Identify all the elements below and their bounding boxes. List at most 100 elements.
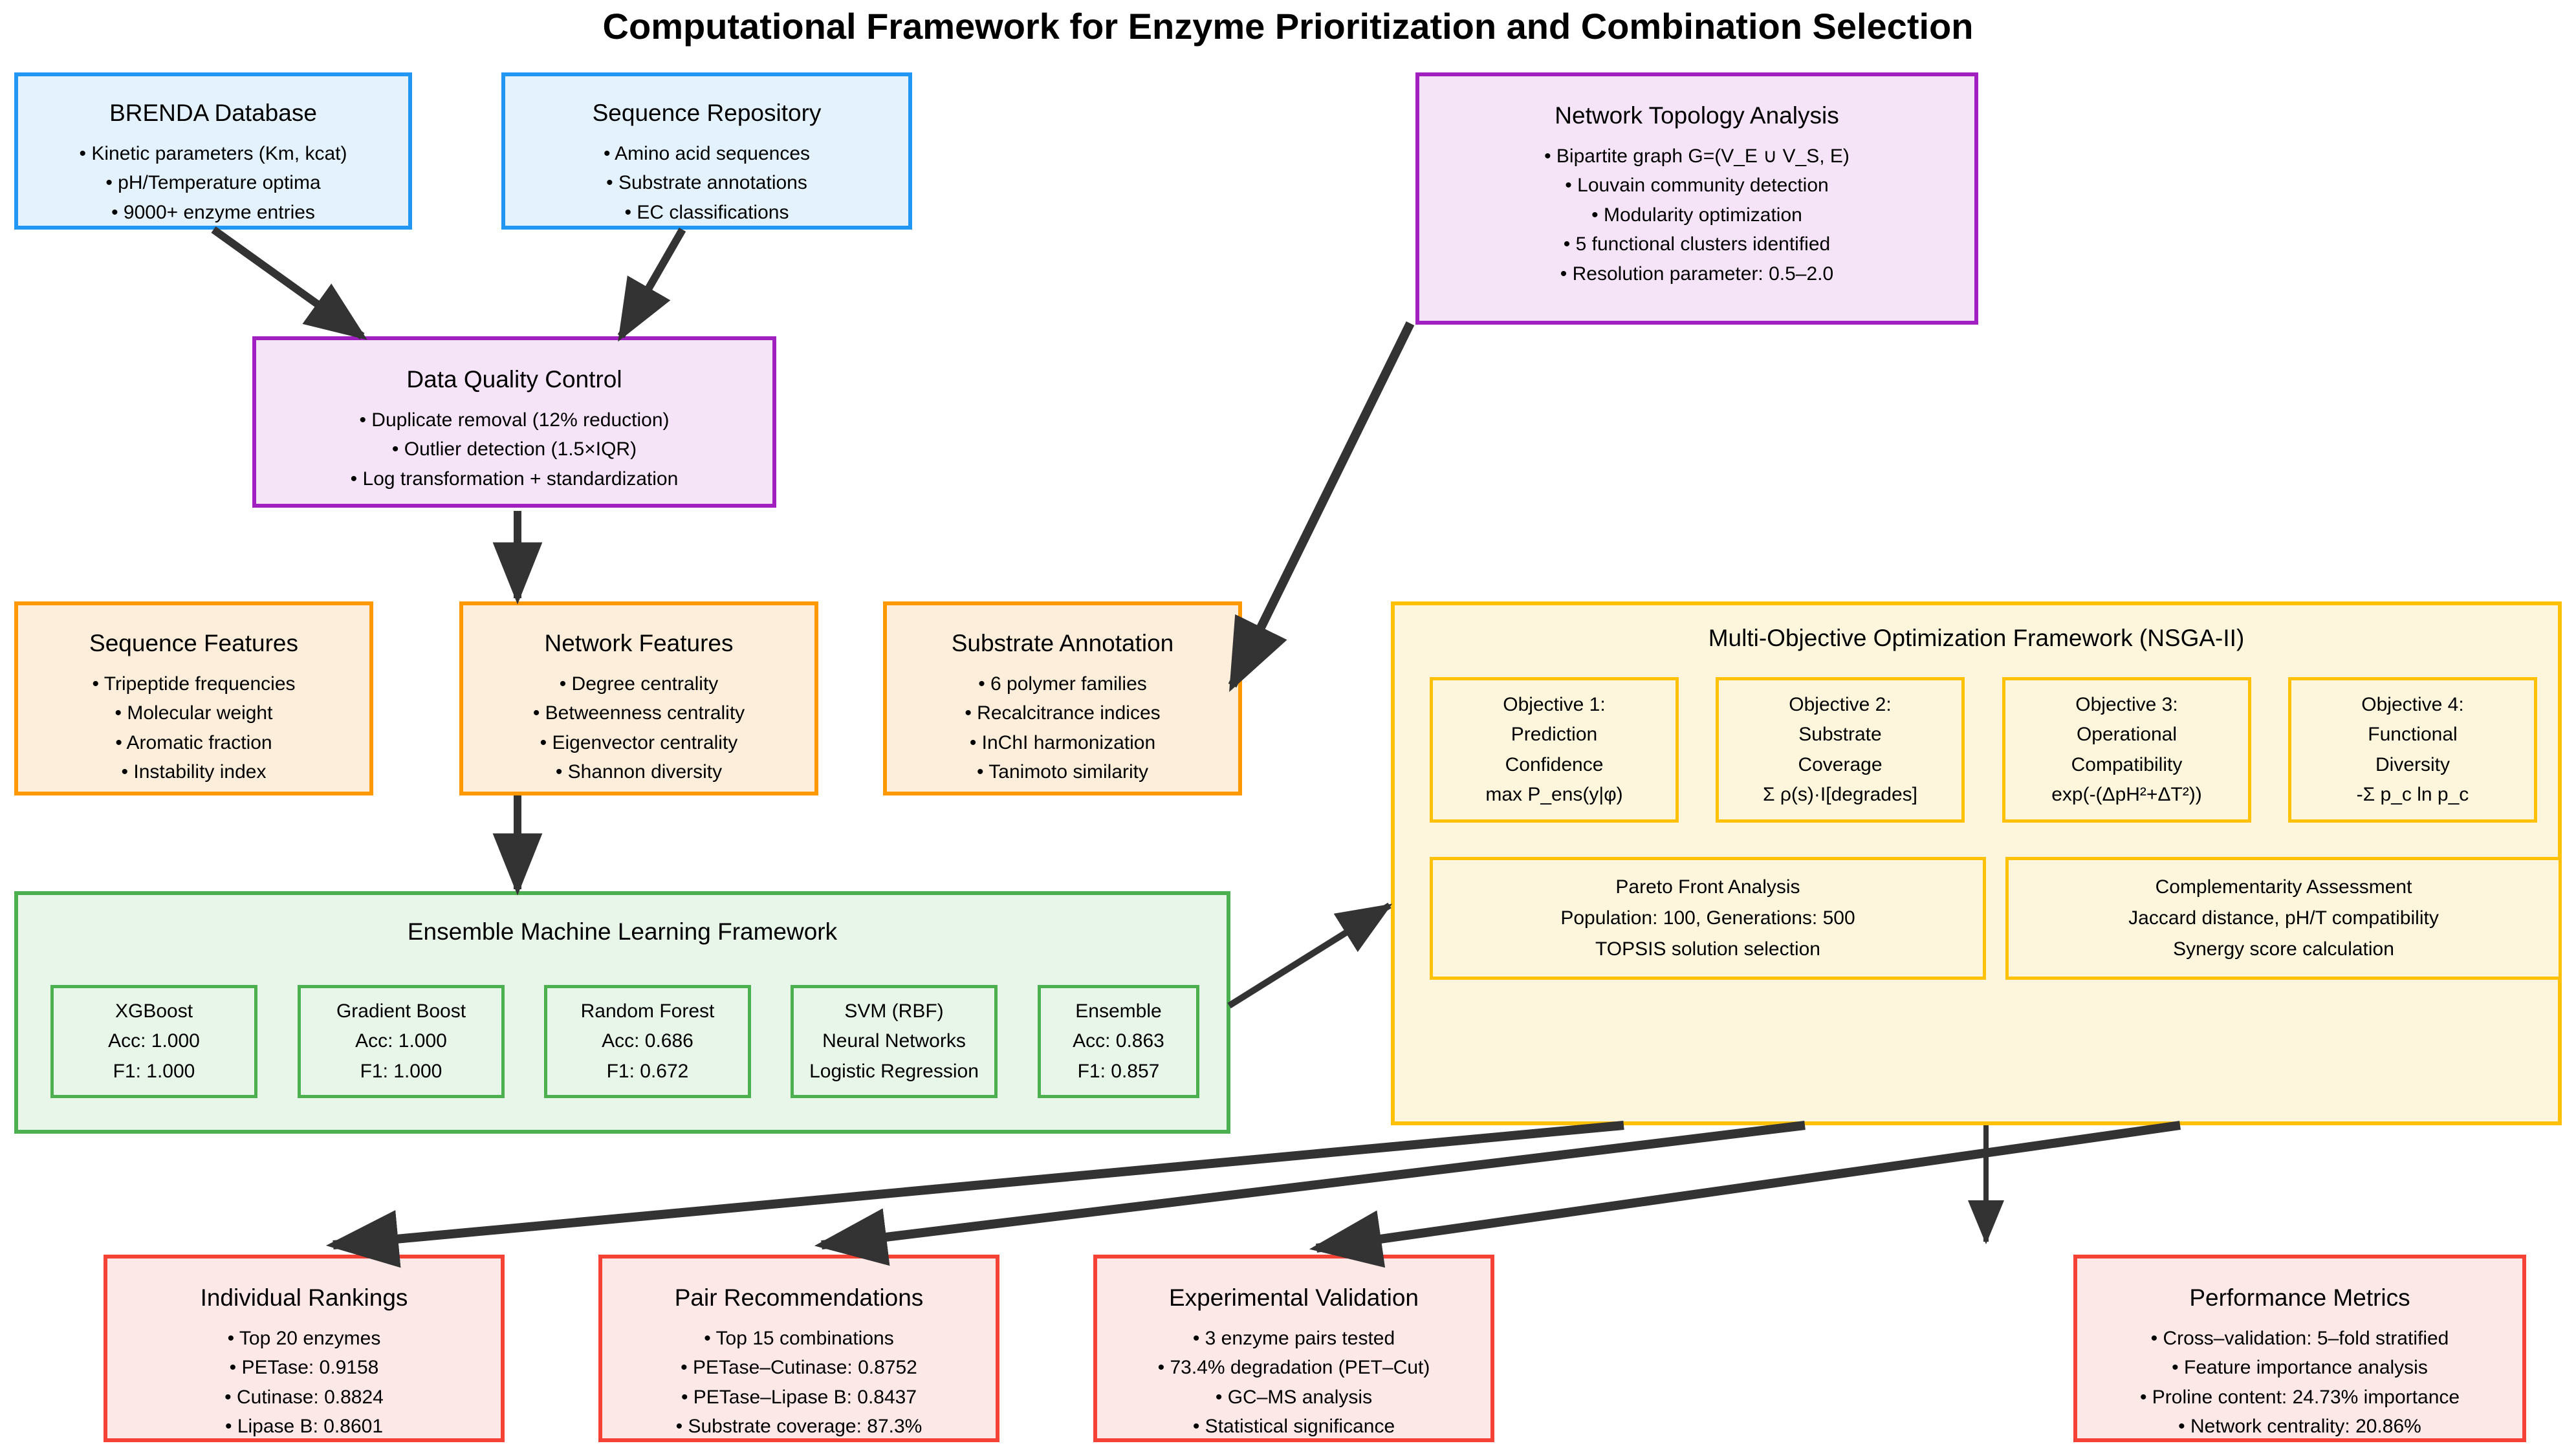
bullet-item: • Outlier detection (1.5×IQR) (391, 438, 637, 460)
bullet-item: • Top 15 combinations (704, 1327, 894, 1349)
objective-name: Functional (2368, 724, 2458, 745)
objective-card-2[interactable]: Objective 2: Substrate Coverage Σ ρ(s)·I… (1716, 677, 1965, 823)
model-metric: F1: 1.000 (113, 1060, 195, 1082)
objective-name: Diversity (2375, 753, 2450, 775)
objective-name: Coverage (1798, 753, 1883, 775)
bullet-item: • Molecular weight (115, 702, 273, 724)
model-card-gradient-boost[interactable]: Gradient Boost Acc: 1.000 F1: 1.000 (298, 985, 505, 1098)
model-name: SVM (RBF) (844, 1000, 944, 1022)
bullet-item: • PETase: 0.9158 (229, 1357, 379, 1379)
node-body: • Kinetic parameters (Km, kcat) • pH/Tem… (80, 139, 347, 228)
node-title: Individual Rankings (200, 1284, 408, 1311)
bullet-item: • PETase–Cutinase: 0.8752 (681, 1357, 917, 1379)
node-network-topology-analysis[interactable]: Network Topology Analysis • Bipartite gr… (1415, 72, 1978, 325)
bullet-item: • Shannon diversity (555, 761, 723, 783)
objective-name: Compatibility (2071, 753, 2183, 775)
bullet-item: • Cutinase: 0.8824 (224, 1386, 384, 1408)
node-network-features[interactable]: Network Features • Degree centrality • B… (459, 601, 818, 795)
objective-formula: max P_ens(y|φ) (1485, 784, 1623, 805)
bullet-item: • Louvain community detection (1565, 175, 1829, 197)
bullet-item: • Lipase B: 0.8601 (224, 1416, 383, 1438)
objective-name: Operational (2076, 724, 2178, 745)
objective-formula: -Σ p_c ln p_c (2356, 784, 2469, 805)
node-title: Sequence Features (89, 630, 298, 656)
page-title: Computational Framework for Enzyme Prior… (602, 6, 1974, 47)
bullet-item: • 73.4% degradation (PET–Cut) (1157, 1357, 1430, 1379)
node-body: • Top 20 enzymes • PETase: 0.9158 • Cuti… (224, 1324, 384, 1442)
node-individual-rankings[interactable]: Individual Rankings • Top 20 enzymes • P… (104, 1255, 505, 1442)
bullet-item: • Cross–validation: 5–fold stratified (2150, 1327, 2449, 1349)
bullet-item: • Log transformation + standardization (350, 468, 679, 490)
node-body: • Amino acid sequences • Substrate annot… (604, 139, 810, 228)
model-card-svm-rbf[interactable]: SVM (RBF) Neural Networks Logistic Regre… (791, 985, 998, 1098)
objective-card-3[interactable]: Objective 3: Operational Compatibility e… (2002, 677, 2251, 823)
model-name: XGBoost (115, 1000, 193, 1022)
card-line: Synergy score calculation (2173, 938, 2394, 960)
card-line: TOPSIS solution selection (1595, 938, 1820, 960)
bullet-item: • Kinetic parameters (Km, kcat) (79, 142, 347, 164)
bullet-item: • Statistical significance (1192, 1416, 1395, 1438)
node-title: Experimental Validation (1169, 1284, 1419, 1311)
node-title: Substrate Annotation (951, 630, 1174, 656)
bullet-item: • GC–MS analysis (1215, 1386, 1373, 1408)
node-data-quality-control[interactable]: Data Quality Control • Duplicate removal… (252, 336, 776, 508)
bullet-item: • 9000+ enzyme entries (111, 201, 315, 223)
node-brenda-database[interactable]: BRENDA Database • Kinetic parameters (Km… (14, 72, 412, 230)
node-substrate-annotation[interactable]: Substrate Annotation • 6 polymer familie… (883, 601, 1242, 795)
model-card-ensemble[interactable]: Ensemble Acc: 0.863 F1: 0.857 (1038, 985, 1199, 1098)
model-metric: F1: 1.000 (360, 1060, 442, 1082)
card-line: Jaccard distance, pH/T compatibility (2128, 907, 2439, 929)
bullet-item: • Modularity optimization (1591, 204, 1802, 226)
node-body: • Top 15 combinations • PETase–Cutinase:… (676, 1324, 922, 1442)
pareto-front-analysis-card[interactable]: Pareto Front Analysis Population: 100, G… (1430, 857, 1986, 980)
node-body: • Bipartite graph G=(V_E ∪ V_S, E) • Lou… (1544, 142, 1850, 289)
bullet-item: • Tripeptide frequencies (92, 673, 296, 695)
complementarity-assessment-card[interactable]: Complementarity Assessment Jaccard dista… (2005, 857, 2562, 980)
model-card-random-forest[interactable]: Random Forest Acc: 0.686 F1: 0.672 (544, 985, 751, 1098)
bullet-item: • EC classifications (624, 201, 789, 223)
node-pair-recommendations[interactable]: Pair Recommendations • Top 15 combinatio… (598, 1255, 999, 1442)
model-metric: Acc: 1.000 (355, 1030, 447, 1052)
node-title: Network Topology Analysis (1555, 102, 1839, 129)
bullet-item: • Substrate coverage: 87.3% (675, 1416, 922, 1438)
node-body: • 3 enzyme pairs tested • 73.4% degradat… (1158, 1324, 1430, 1442)
model-name: Ensemble (1075, 1000, 1162, 1022)
bullet-item: • Duplicate removal (12% reduction) (359, 409, 670, 431)
bullet-item: • Degree centrality (559, 673, 719, 695)
card-title: Pareto Front Analysis (1615, 876, 1800, 898)
bullet-item: • Instability index (121, 761, 267, 783)
model-card-xgboost[interactable]: XGBoost Acc: 1.000 F1: 1.000 (50, 985, 257, 1098)
model-metric: Logistic Regression (809, 1060, 979, 1082)
node-experimental-validation[interactable]: Experimental Validation • 3 enzyme pairs… (1093, 1255, 1494, 1442)
objective-card-4[interactable]: Objective 4: Functional Diversity -Σ p_c… (2288, 677, 2537, 823)
card-title: Complementarity Assessment (2155, 876, 2412, 898)
node-title: Sequence Repository (592, 100, 822, 126)
node-sequence-repository[interactable]: Sequence Repository • Amino acid sequenc… (501, 72, 912, 230)
node-sequence-features[interactable]: Sequence Features • Tripeptide frequenci… (14, 601, 373, 795)
model-metric: Acc: 1.000 (108, 1030, 200, 1052)
bullet-item: • 6 polymer families (978, 673, 1147, 695)
bullet-item: • Betweenness centrality (532, 702, 745, 724)
objective-formula: Σ ρ(s)·I[degrades] (1762, 784, 1918, 805)
node-performance-metrics[interactable]: Performance Metrics • Cross–validation: … (2073, 1255, 2526, 1442)
objective-card-1[interactable]: Objective 1: Prediction Confidence max P… (1430, 677, 1679, 823)
model-metric: Acc: 0.863 (1073, 1030, 1164, 1052)
bullet-item: • Top 20 enzymes (227, 1327, 381, 1349)
bullet-item: • Eigenvector centrality (540, 731, 738, 753)
bullet-item: • 5 functional clusters identified (1563, 233, 1831, 255)
card-line: Population: 100, Generations: 500 (1560, 907, 1855, 929)
node-body: • Duplicate removal (12% reduction) • Ou… (351, 405, 679, 494)
objective-name: Substrate (1798, 724, 1882, 745)
node-title: BRENDA Database (109, 100, 317, 126)
objective-label: Objective 2: (1789, 693, 1892, 715)
model-metric: Neural Networks (822, 1030, 966, 1052)
bullet-item: • Aromatic fraction (115, 731, 272, 753)
model-name: Random Forest (580, 1000, 715, 1022)
bullet-item: • InChI harmonization (969, 731, 1156, 753)
node-title: Pair Recommendations (674, 1284, 924, 1311)
objective-name: Prediction (1511, 724, 1598, 745)
node-body: • Tripeptide frequencies • Molecular wei… (92, 669, 295, 787)
node-title: Network Features (544, 630, 734, 656)
objective-label: Objective 3: (2075, 693, 2178, 715)
